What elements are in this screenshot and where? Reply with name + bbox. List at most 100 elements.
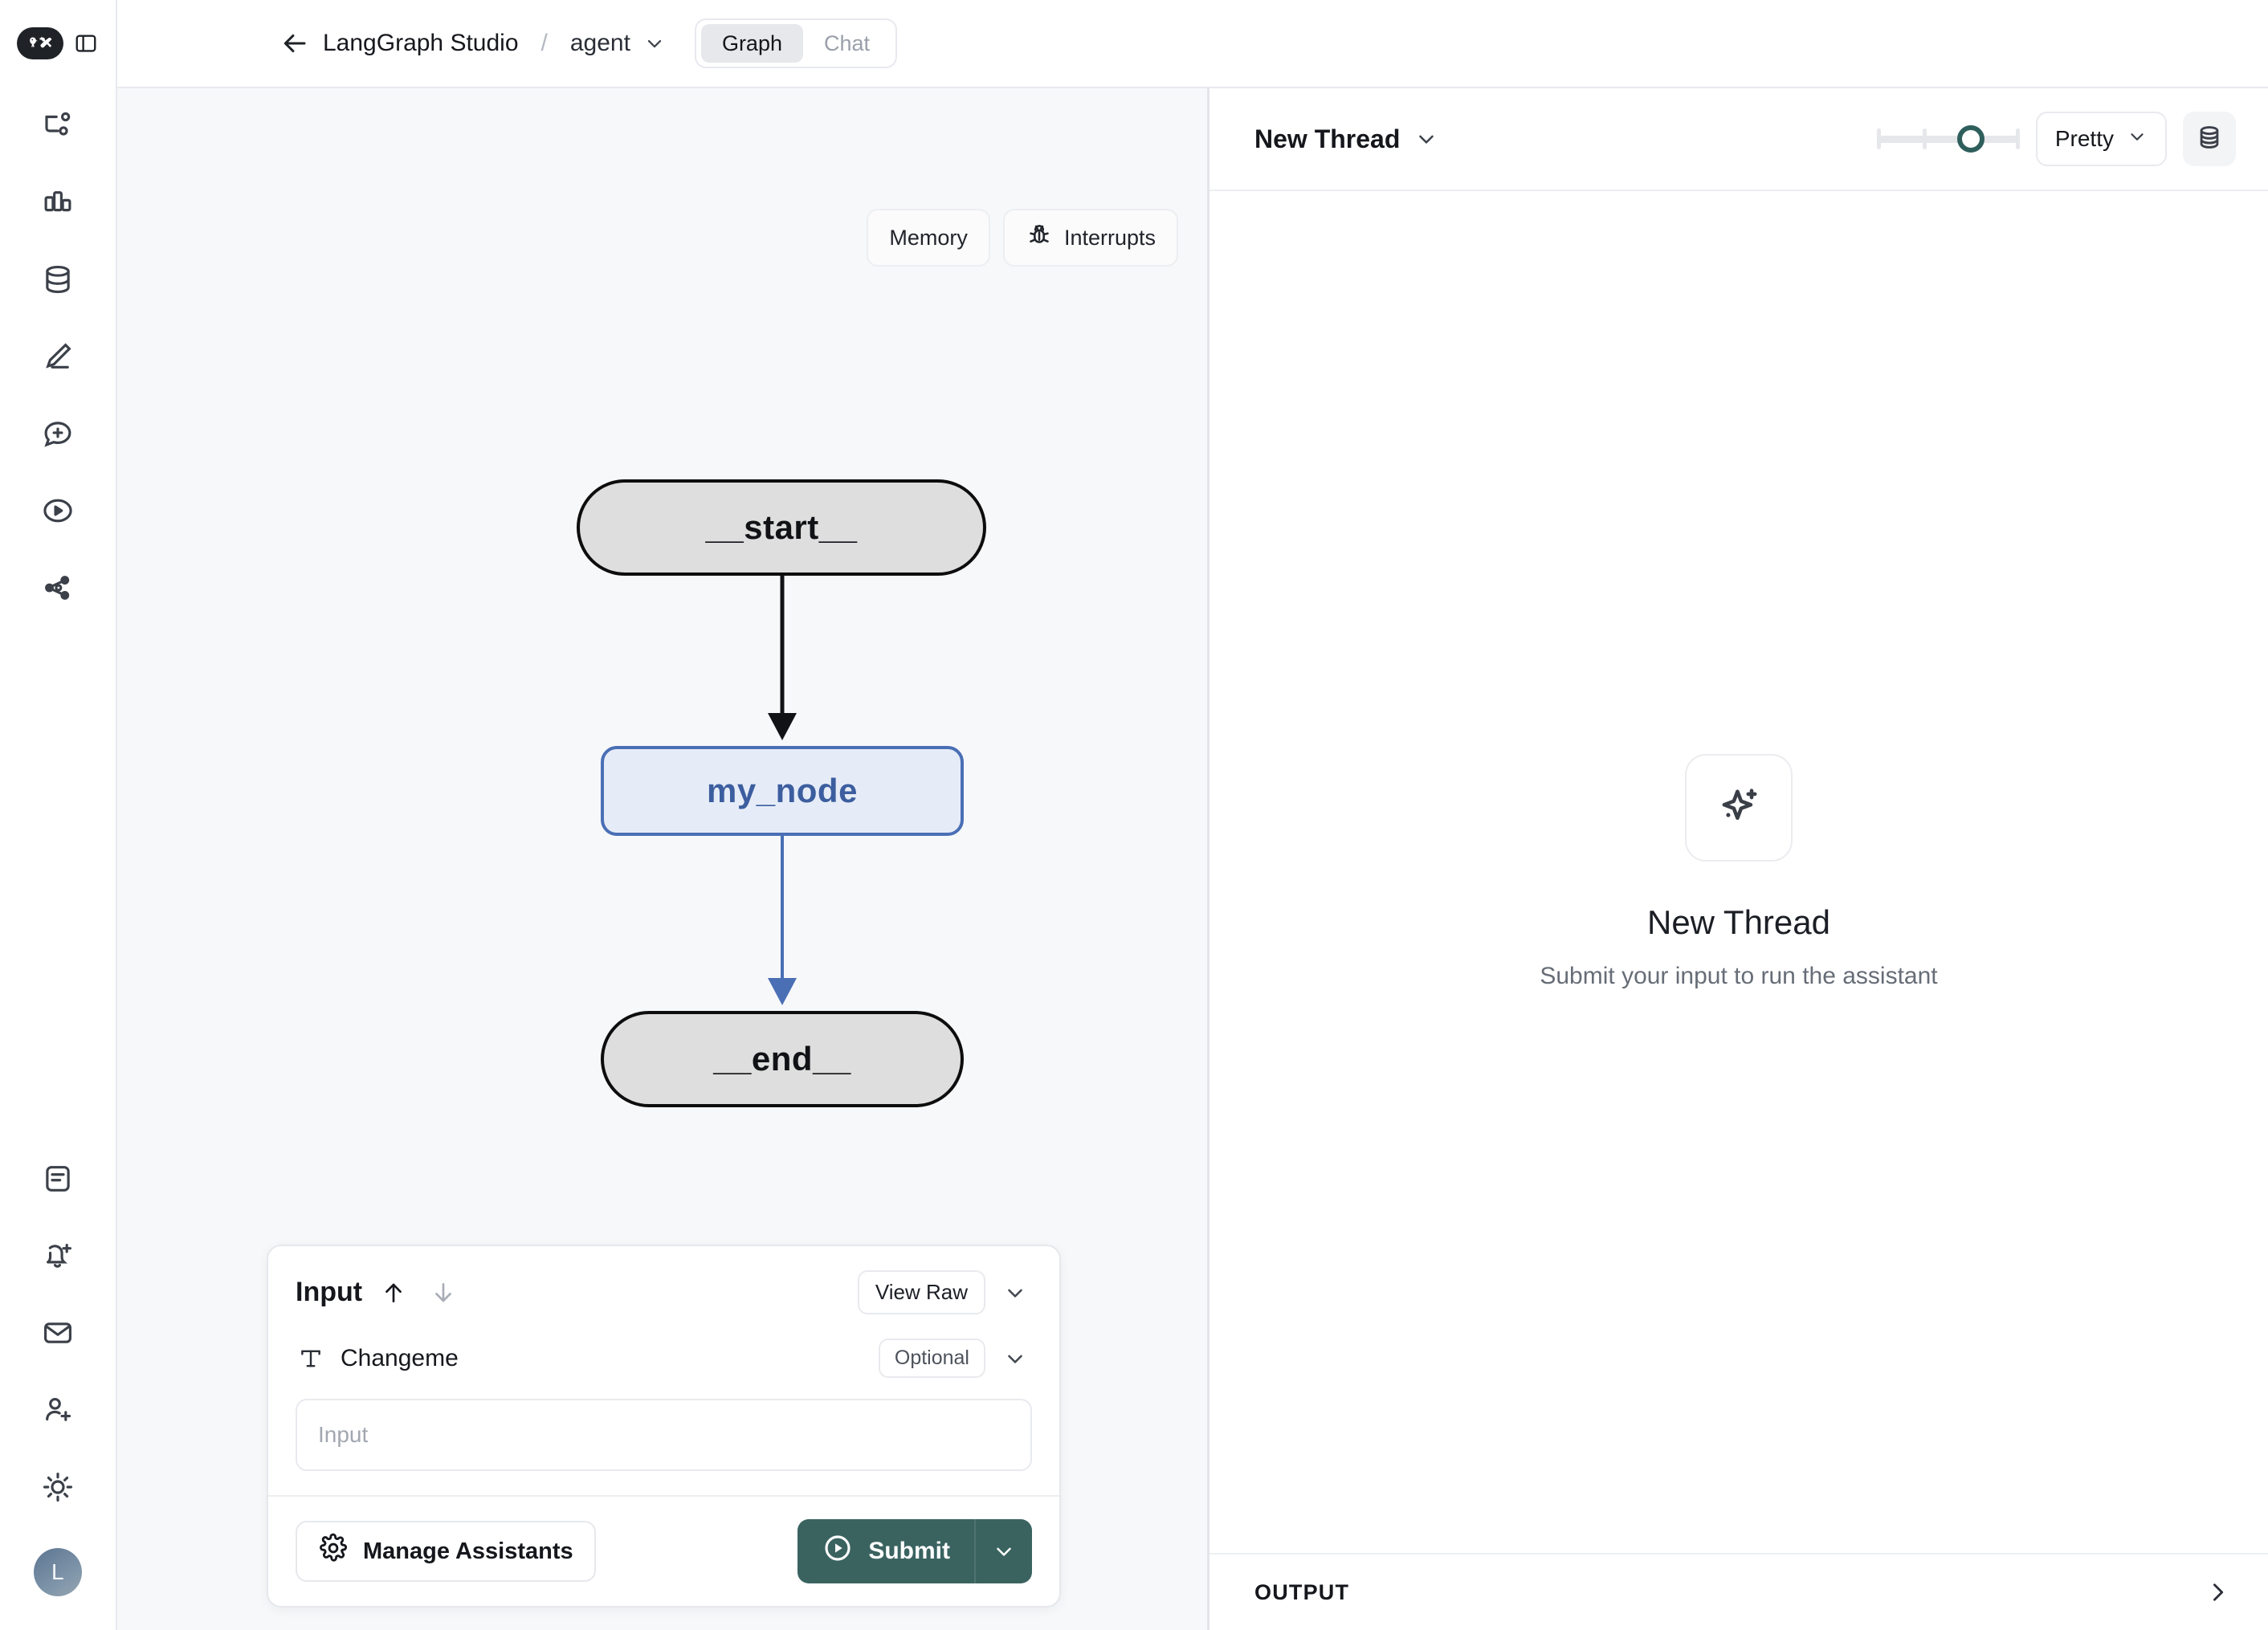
optional-badge[interactable]: Optional (878, 1339, 985, 1378)
user-plus-icon (41, 1393, 75, 1427)
rail-item-theme[interactable] (27, 1449, 89, 1526)
arrow-up-icon[interactable] (375, 1274, 412, 1311)
thread-pane: New Thread (1209, 88, 2268, 1630)
input-panel-title: Input (296, 1277, 363, 1307)
database-icon (2195, 123, 2224, 156)
workspace: Memory I (117, 88, 2268, 1630)
input-panel-header-actions: View Raw (857, 1270, 1032, 1314)
input-text-field[interactable]: Input (296, 1399, 1032, 1471)
graph-node-my-node[interactable]: my_node (601, 746, 964, 836)
rail-item-inbox[interactable] (27, 1294, 89, 1371)
output-label: OUTPUT (1254, 1579, 1350, 1604)
top-bar: LangGraph Studio / agent Graph Chat (117, 0, 2268, 88)
chevron-down-icon[interactable] (643, 32, 666, 55)
format-select-value: Pretty (2054, 126, 2114, 151)
thread-empty-state: New Thread Submit your input to run the … (1209, 191, 2268, 1553)
rail-item-docs[interactable] (27, 1140, 89, 1217)
submit-button-label: Submit (868, 1538, 950, 1564)
rail-logo-row (0, 0, 116, 87)
rail-item-playground[interactable] (27, 472, 89, 549)
database-icon (41, 263, 75, 296)
rail-item-invite[interactable] (27, 1371, 89, 1449)
view-mode-tabs: Graph Chat (694, 18, 898, 68)
left-icon-rail: L (0, 0, 117, 1630)
thread-empty-title: New Thread (1646, 903, 1830, 941)
submit-options-caret-icon[interactable] (974, 1519, 1032, 1583)
input-text-placeholder: Input (318, 1422, 369, 1447)
rail-item-tracing-projects[interactable] (27, 87, 89, 164)
graph-node-my-node-label: my_node (707, 772, 858, 809)
text-type-icon (296, 1343, 326, 1374)
graph-toolbar: Memory I (867, 209, 1178, 267)
rail-item-monitoring[interactable] (27, 164, 89, 241)
pencil-icon (41, 340, 75, 373)
submit-button-group: Submit (797, 1519, 1032, 1583)
chevron-right-icon[interactable] (2204, 1579, 2231, 1606)
arrow-down-icon[interactable] (425, 1274, 462, 1311)
submit-button[interactable]: Submit (797, 1519, 974, 1583)
rail-item-prompts[interactable] (27, 395, 89, 472)
avatar-initial: L (51, 1559, 65, 1584)
share-nodes-icon (41, 571, 75, 605)
play-circle-icon (822, 1532, 854, 1571)
rail-bottom-group: L (27, 1140, 89, 1630)
sun-icon (41, 1470, 75, 1504)
graph-node-end[interactable]: __end__ (601, 1011, 964, 1107)
history-slider-track (1876, 136, 2020, 143)
chevron-down-icon[interactable] (998, 1276, 1032, 1310)
play-circle-icon (41, 494, 75, 528)
thread-empty-subtitle: Submit your input to run the assistant (1540, 963, 1938, 989)
langsmith-parrot-tools-logo[interactable] (17, 27, 63, 59)
graph-edges (768, 576, 797, 1005)
arrow-left-icon[interactable] (278, 26, 312, 60)
manage-assistants-button[interactable]: Manage Assistants (296, 1521, 596, 1582)
sparkles-icon (1685, 754, 1793, 862)
interrupts-button-label: Interrupts (1063, 225, 1156, 250)
history-slider-tick (1876, 128, 1881, 149)
input-field-actions: Optional (878, 1339, 1032, 1378)
input-field-label: Changeme (341, 1344, 459, 1371)
main-column: LangGraph Studio / agent Graph Chat Memo… (117, 0, 2268, 1630)
breadcrumb-app-name[interactable]: LangGraph Studio (323, 30, 519, 56)
graph-pane: Memory I (117, 88, 1209, 1630)
avatar[interactable]: L (34, 1548, 82, 1596)
chevron-down-icon (2127, 126, 2148, 153)
rail-item-alerts[interactable] (27, 1217, 89, 1294)
memory-button[interactable]: Memory (867, 209, 990, 267)
tab-graph[interactable]: Graph (700, 24, 803, 63)
breadcrumb-assistant[interactable]: agent (569, 30, 630, 56)
breadcrumb-separator: / (540, 30, 548, 56)
manage-assistants-label: Manage Assistants (363, 1538, 573, 1564)
gear-icon (318, 1533, 349, 1570)
rail-item-datasets[interactable] (27, 241, 89, 318)
thread-title[interactable]: New Thread (1254, 124, 1401, 153)
history-slider-thumb[interactable] (1956, 125, 1984, 153)
input-panel: Input View Raw (267, 1245, 1061, 1608)
chat-plus-icon (41, 417, 75, 450)
envelope-icon (41, 1316, 75, 1350)
interrupts-button[interactable]: Interrupts (1002, 209, 1178, 267)
graph-node-start[interactable]: __start__ (577, 479, 986, 576)
history-slider[interactable] (1876, 121, 2020, 157)
graph-node-end-label: __end__ (713, 1040, 851, 1078)
bug-icon (1026, 222, 1053, 255)
sidebar-toggle-icon[interactable] (73, 31, 99, 56)
tab-chat[interactable]: Chat (823, 31, 871, 55)
memory-button-label: Memory (889, 225, 968, 250)
thread-toolbar: New Thread (1209, 88, 2268, 191)
rail-item-annotation[interactable] (27, 318, 89, 395)
document-icon (41, 1162, 75, 1196)
chevron-down-icon[interactable] (1414, 127, 1438, 151)
thread-toolbar-actions: Pretty (1876, 112, 2236, 166)
bar-chart-icon (41, 185, 75, 219)
chevron-down-icon[interactable] (998, 1342, 1032, 1375)
input-field-row: Changeme Optional (268, 1321, 1059, 1378)
history-slider-tick (1922, 128, 1927, 149)
rail-item-deployments[interactable] (27, 549, 89, 626)
view-raw-button[interactable]: View Raw (857, 1270, 985, 1314)
output-bar[interactable]: OUTPUT (1209, 1553, 2268, 1630)
format-select[interactable]: Pretty (2035, 112, 2167, 166)
graph-canvas[interactable]: __start__ my_node __end__ (117, 88, 1207, 1630)
state-database-button[interactable] (2183, 112, 2236, 166)
